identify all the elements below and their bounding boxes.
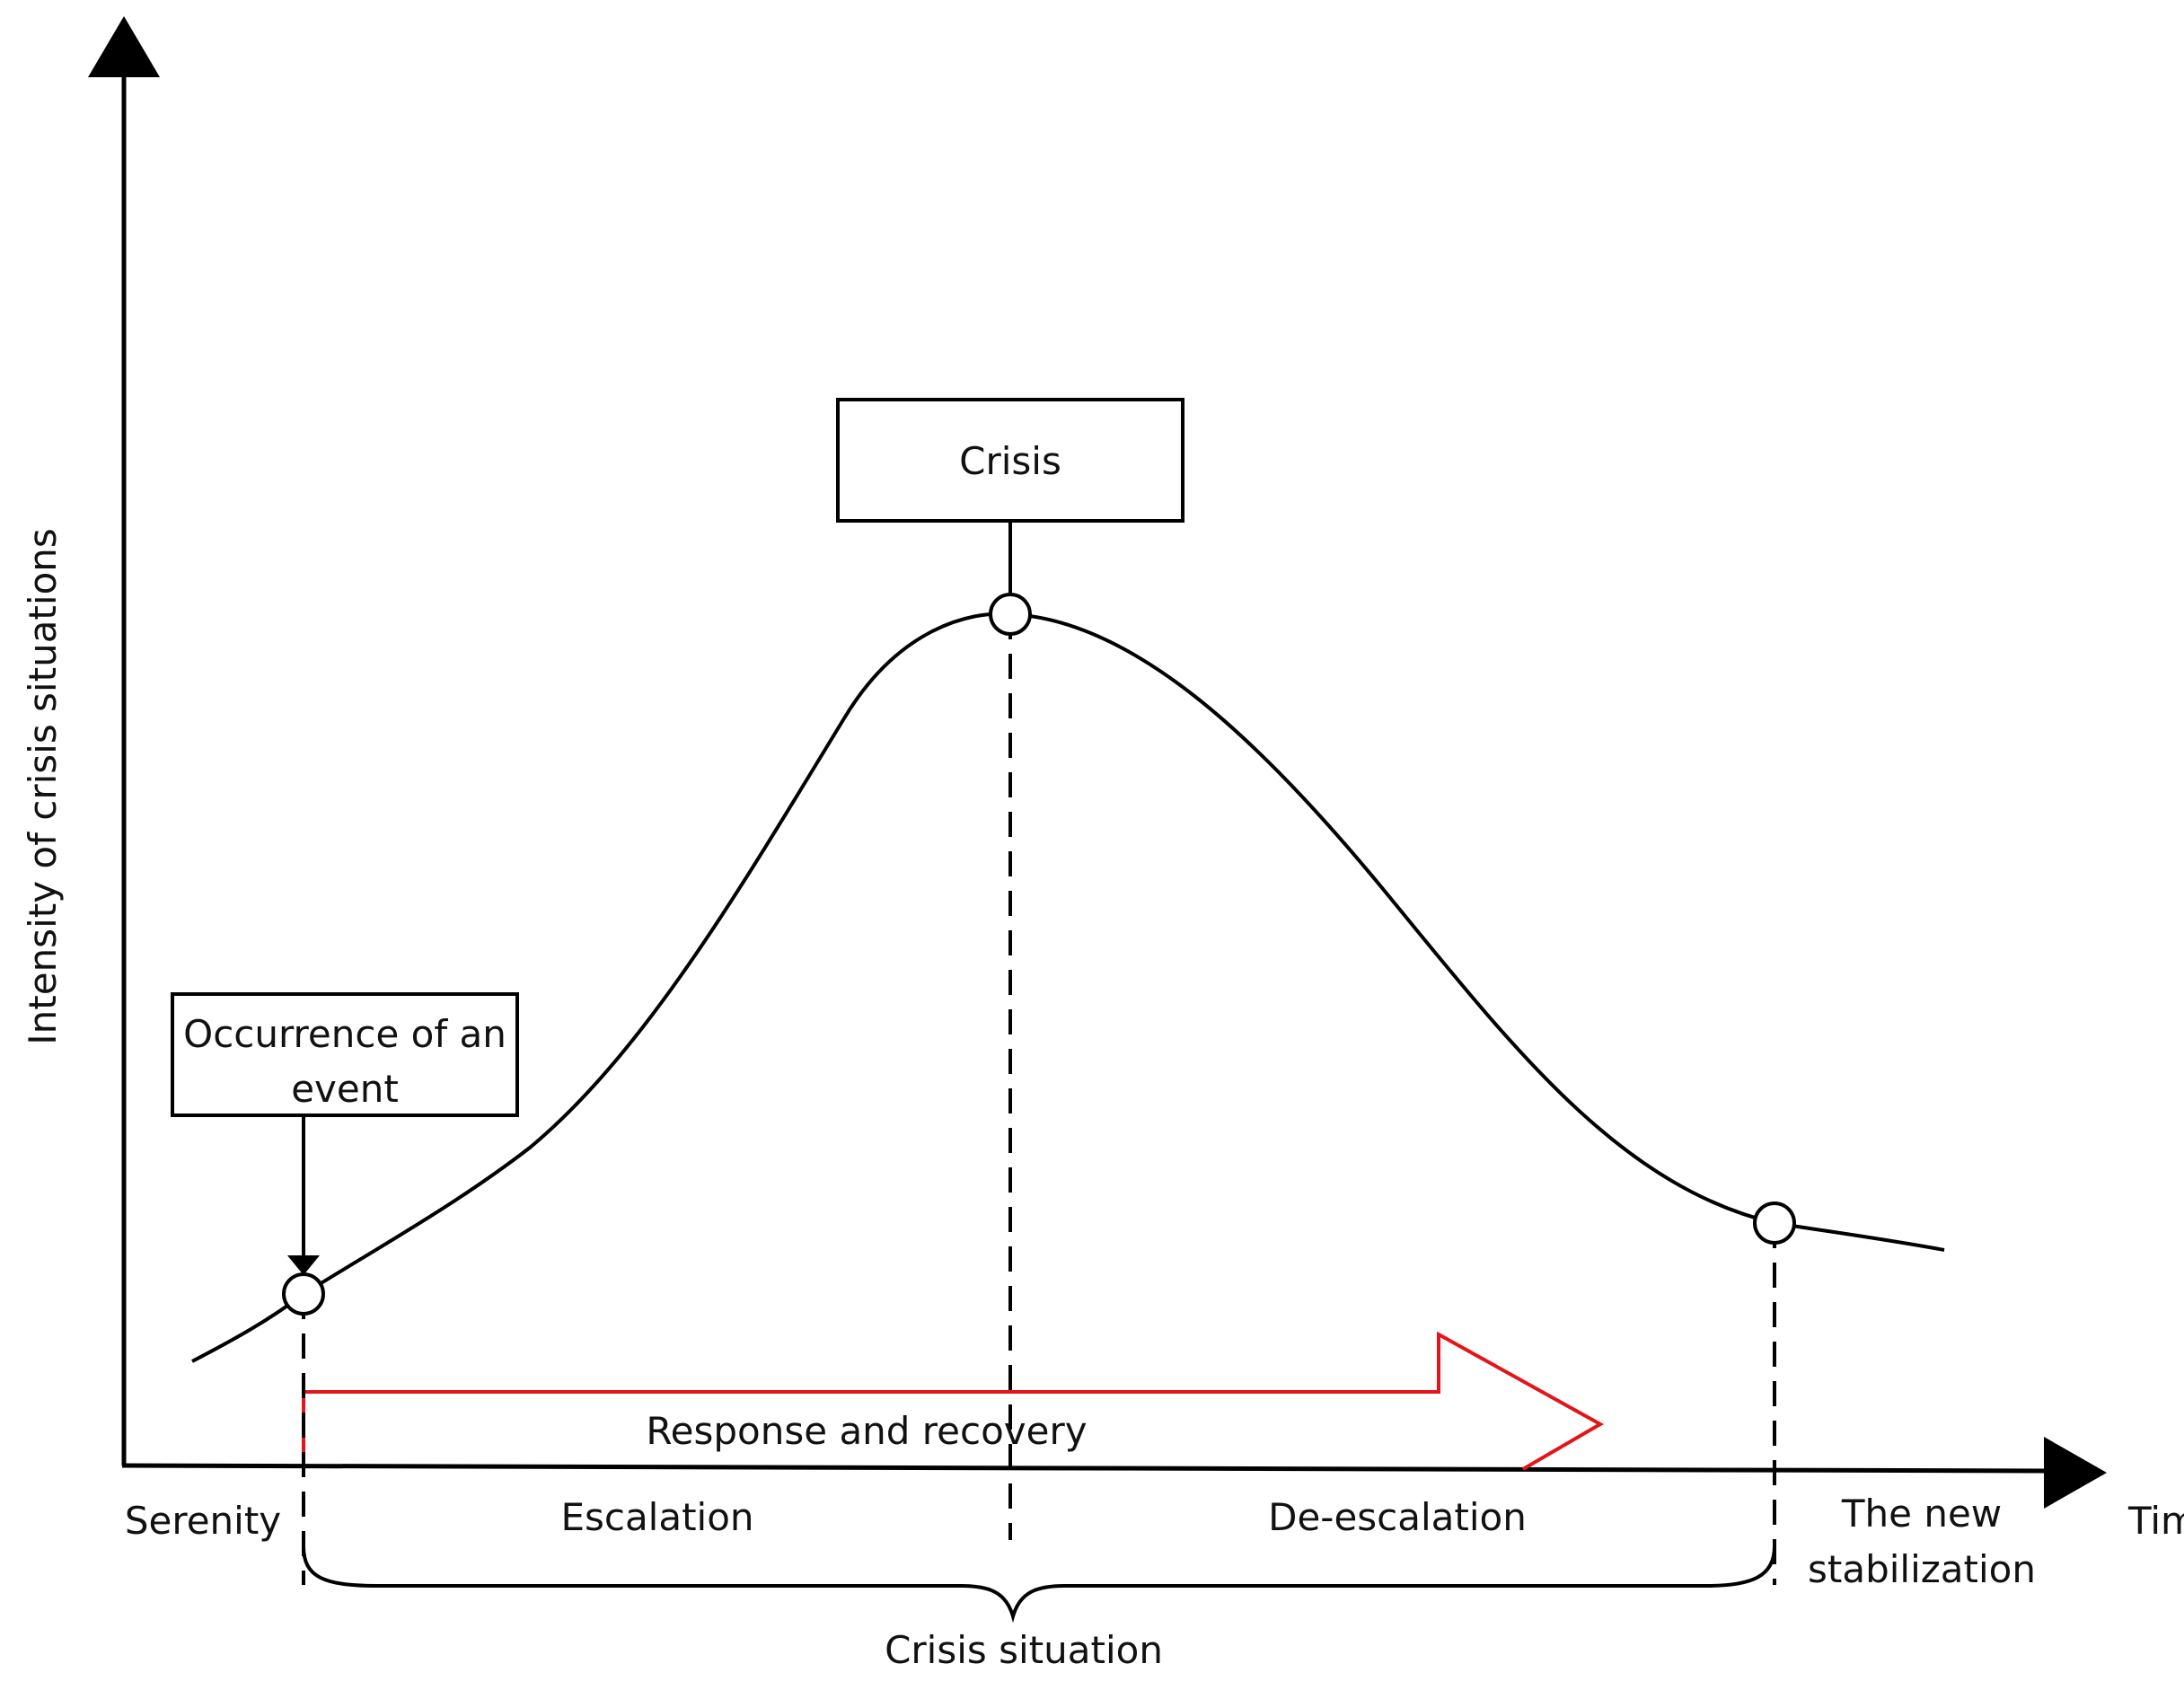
event-box <box>171 992 519 1117</box>
crisis-peak-node <box>989 593 1032 636</box>
stabilization-node <box>1753 1201 1796 1245</box>
crisis-situation-label: Crisis situation <box>885 1628 1163 1672</box>
event-box-label-line1: Occurrence of an <box>183 1012 506 1056</box>
crisis-situation-brace <box>302 1545 1776 1624</box>
crisis-intensity-curve <box>191 612 1945 1363</box>
event-pointer-arrowhead <box>287 1255 320 1275</box>
response-recovery-label: Response and recovery <box>646 1409 1087 1453</box>
x-axis <box>121 1463 2048 1474</box>
crisis-box-label: Crisis <box>959 439 1061 483</box>
phase-serenity-label: Serenity <box>125 1499 281 1543</box>
phase-escalation-label: Escalation <box>560 1495 753 1539</box>
event-node <box>282 1272 325 1316</box>
response-recovery-arrow <box>302 1331 1605 1471</box>
y-axis-arrowhead <box>88 16 160 77</box>
event-box-label-line2: event <box>291 1067 399 1111</box>
phase-new-stabilization-label-line2: stabilization <box>1808 1547 2036 1591</box>
y-axis-label: Intensity of crisis situations <box>21 528 65 1045</box>
x-axis-arrowhead <box>2044 1437 2107 1509</box>
x-axis-label: Time <box>2127 1499 2184 1543</box>
crisis-box <box>836 398 1184 523</box>
phase-de-escalation-label: De-escalation <box>1268 1495 1527 1539</box>
phase-new-stabilization-label-line1: The new <box>1841 1492 2002 1536</box>
